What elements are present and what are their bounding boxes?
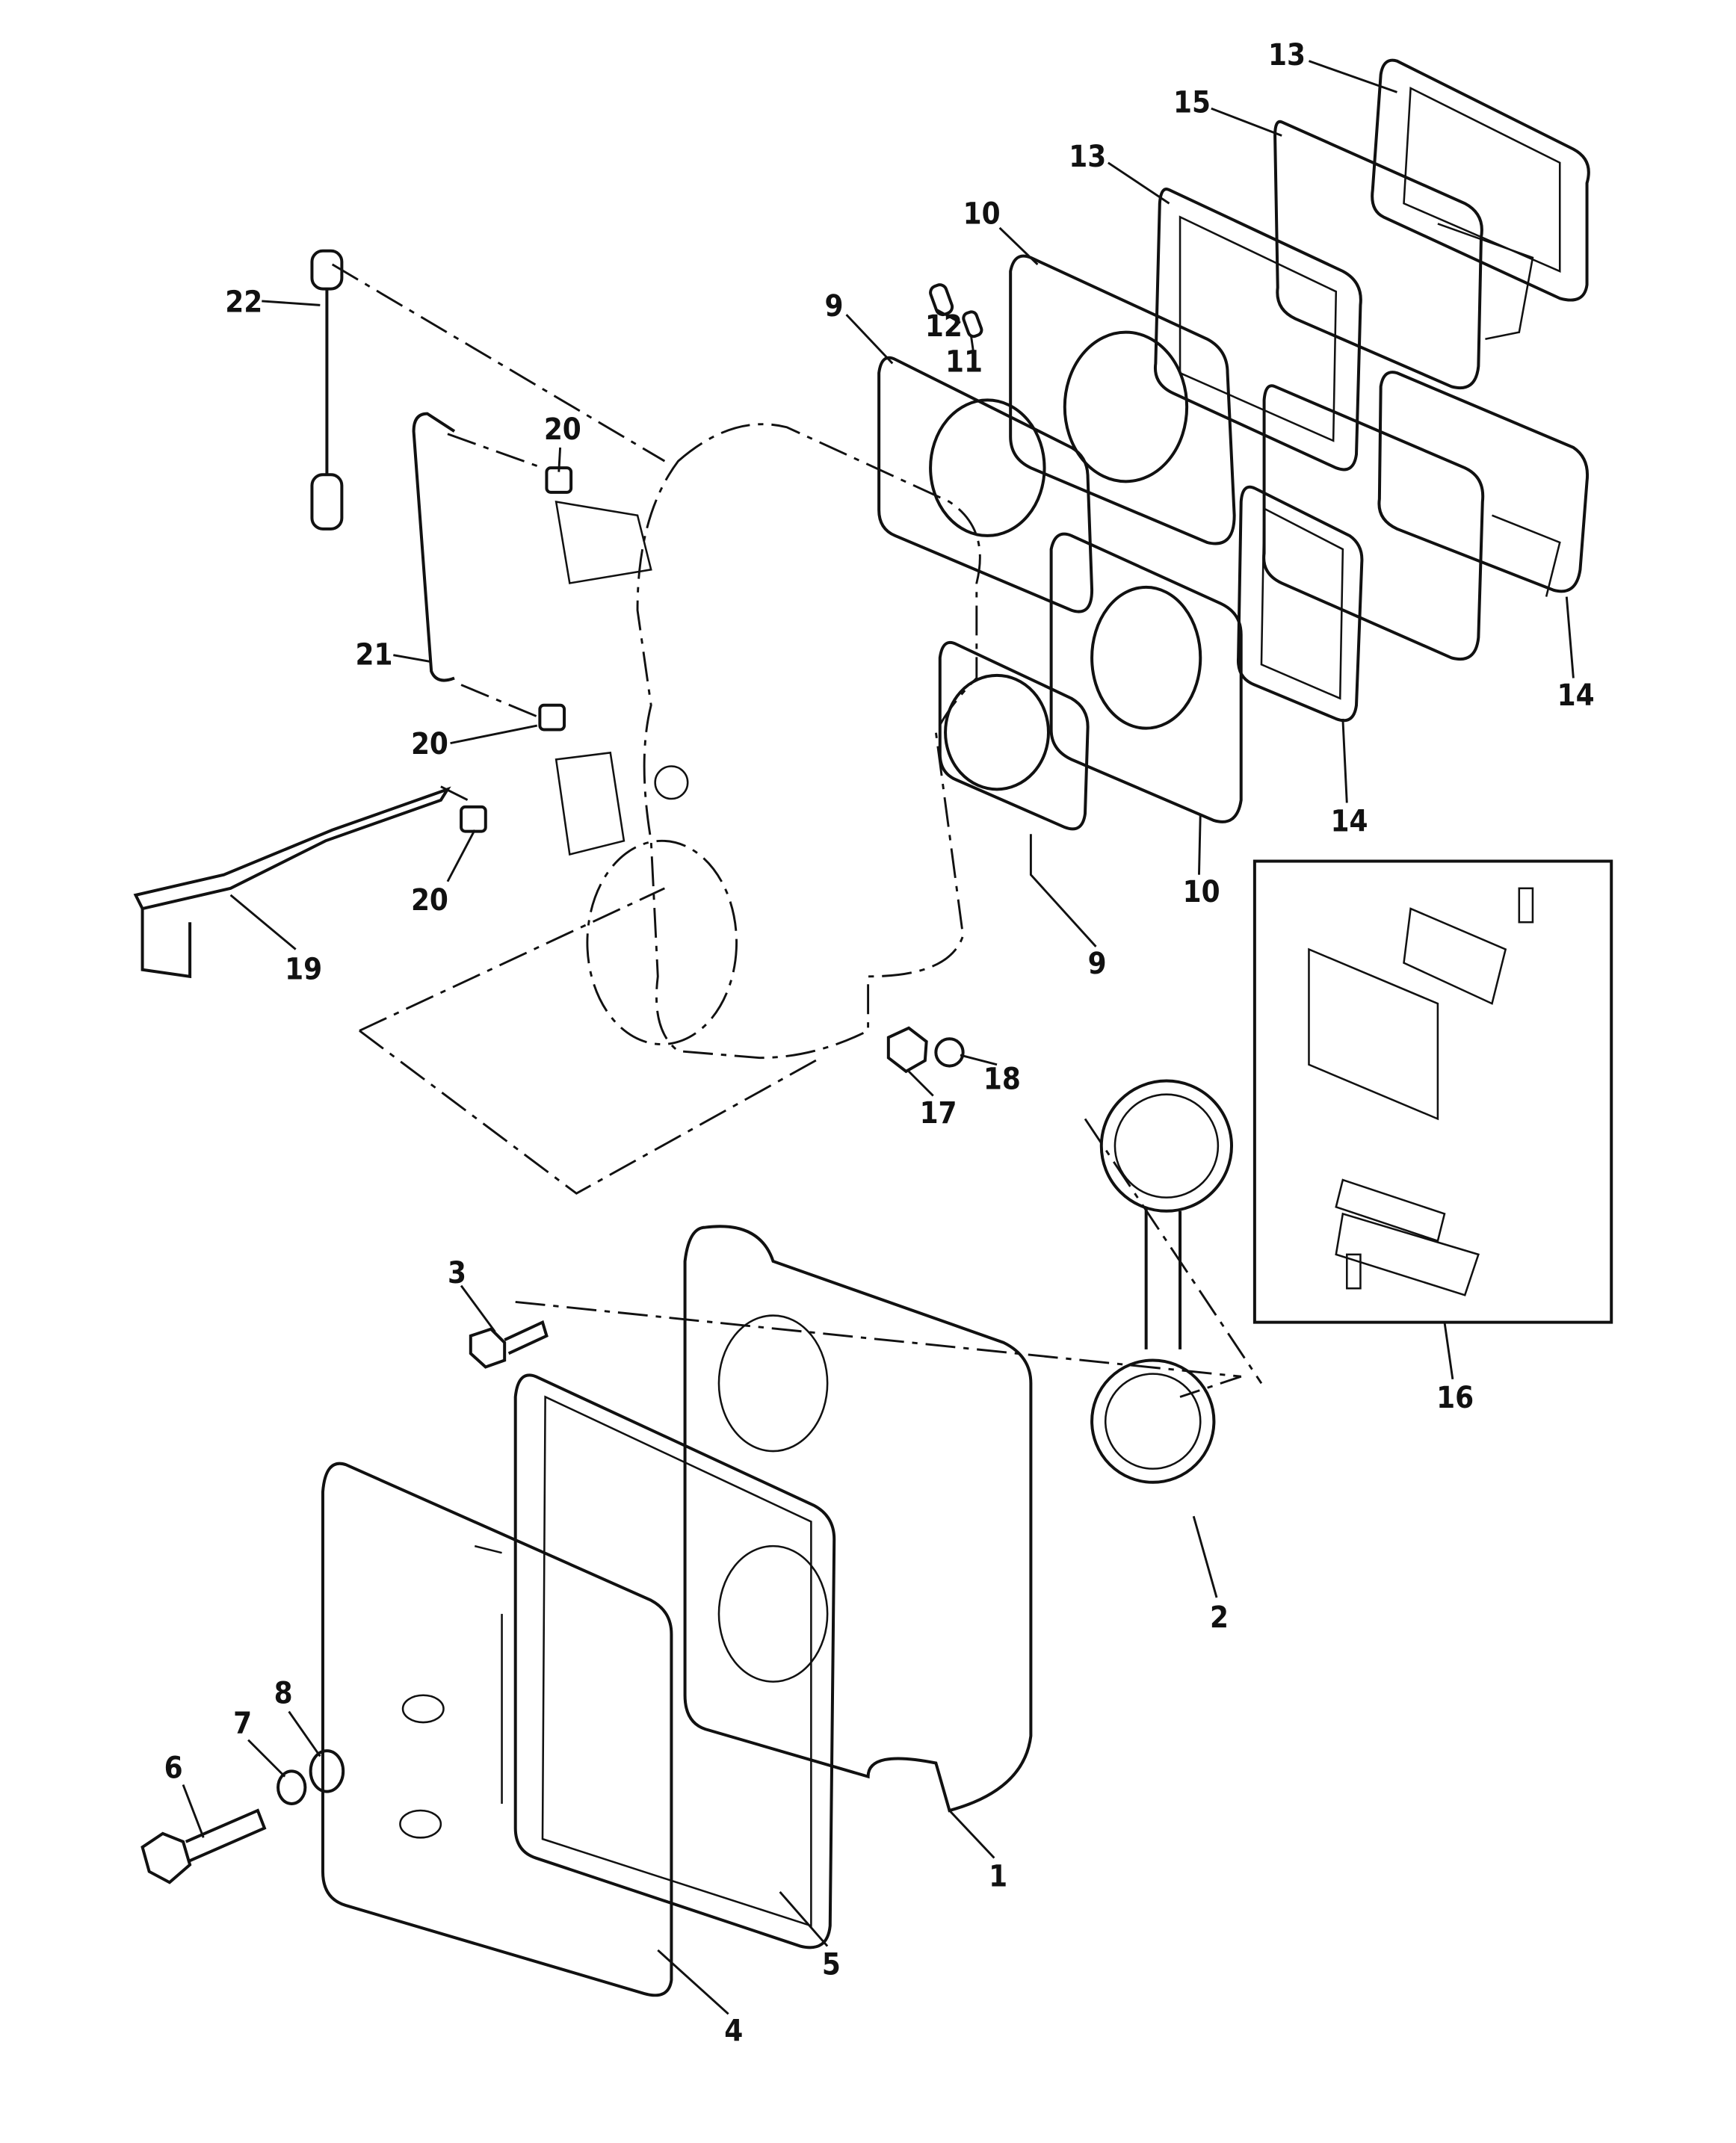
callout-10: 10 bbox=[963, 197, 1001, 231]
fuel-hose-21 bbox=[412, 412, 456, 682]
pin-11 bbox=[962, 310, 983, 338]
callout-20: 20 bbox=[411, 727, 448, 761]
callout-2: 2 bbox=[1210, 1601, 1229, 1635]
callout-16: 16 bbox=[1436, 1381, 1474, 1415]
gasket-14 bbox=[1237, 485, 1364, 723]
callout-21: 21 bbox=[356, 637, 393, 672]
callout-19: 19 bbox=[285, 952, 322, 986]
callout-17: 17 bbox=[920, 1096, 957, 1131]
link-19 bbox=[133, 786, 451, 979]
reed-detail-inset bbox=[1252, 859, 1613, 1324]
washer-18 bbox=[934, 1037, 965, 1068]
callout-1: 1 bbox=[989, 1860, 1007, 1894]
lockwasher-7 bbox=[277, 1769, 307, 1805]
gasket-9-lower bbox=[938, 640, 1090, 831]
gasket-9-upper bbox=[877, 356, 1094, 613]
nut-17 bbox=[886, 1026, 928, 1074]
callout-14: 14 bbox=[1331, 805, 1368, 839]
callout-8: 8 bbox=[274, 1677, 293, 1711]
callout-20: 20 bbox=[411, 883, 448, 918]
washer-8 bbox=[309, 1749, 345, 1793]
callout-22: 22 bbox=[225, 285, 262, 319]
bolt-6 bbox=[140, 1808, 267, 1884]
callout-13: 13 bbox=[1069, 140, 1106, 174]
gasket-2 bbox=[1090, 1079, 1234, 1484]
callout-5: 5 bbox=[822, 1948, 841, 1982]
spacer-plate-10-upper bbox=[1009, 254, 1236, 545]
spacer-plate-10-lower bbox=[1049, 532, 1243, 823]
callout-12: 12 bbox=[925, 309, 963, 344]
callout-11: 11 bbox=[945, 344, 983, 379]
clip-20 bbox=[538, 703, 566, 732]
callout-15: 15 bbox=[1173, 86, 1211, 120]
callout-13: 13 bbox=[1268, 38, 1306, 72]
callout-3: 3 bbox=[448, 1256, 466, 1290]
reed-block-upper bbox=[1273, 58, 1590, 389]
callout-9: 9 bbox=[1088, 947, 1107, 981]
clip-20 bbox=[460, 805, 487, 833]
callout-4: 4 bbox=[724, 2014, 743, 2049]
cover-4 bbox=[321, 1462, 673, 1997]
bolt-3 bbox=[469, 1320, 549, 1369]
callout-7: 7 bbox=[233, 1707, 252, 1741]
pin-12 bbox=[929, 283, 954, 317]
callout-18: 18 bbox=[983, 1062, 1021, 1096]
callout-20: 20 bbox=[544, 412, 581, 447]
adaptor-plate-1 bbox=[683, 1225, 1033, 1813]
leader-lines bbox=[182, 60, 1575, 2015]
callout-9: 9 bbox=[825, 289, 844, 324]
carburetor-body bbox=[555, 423, 981, 1060]
reed-block-lower bbox=[1262, 371, 1590, 661]
callout-10: 10 bbox=[1183, 875, 1220, 909]
callout-6: 6 bbox=[164, 1751, 183, 1785]
link-rod-22 bbox=[310, 249, 344, 531]
callout-14: 14 bbox=[1557, 678, 1595, 713]
gasket-5 bbox=[513, 1373, 836, 1949]
